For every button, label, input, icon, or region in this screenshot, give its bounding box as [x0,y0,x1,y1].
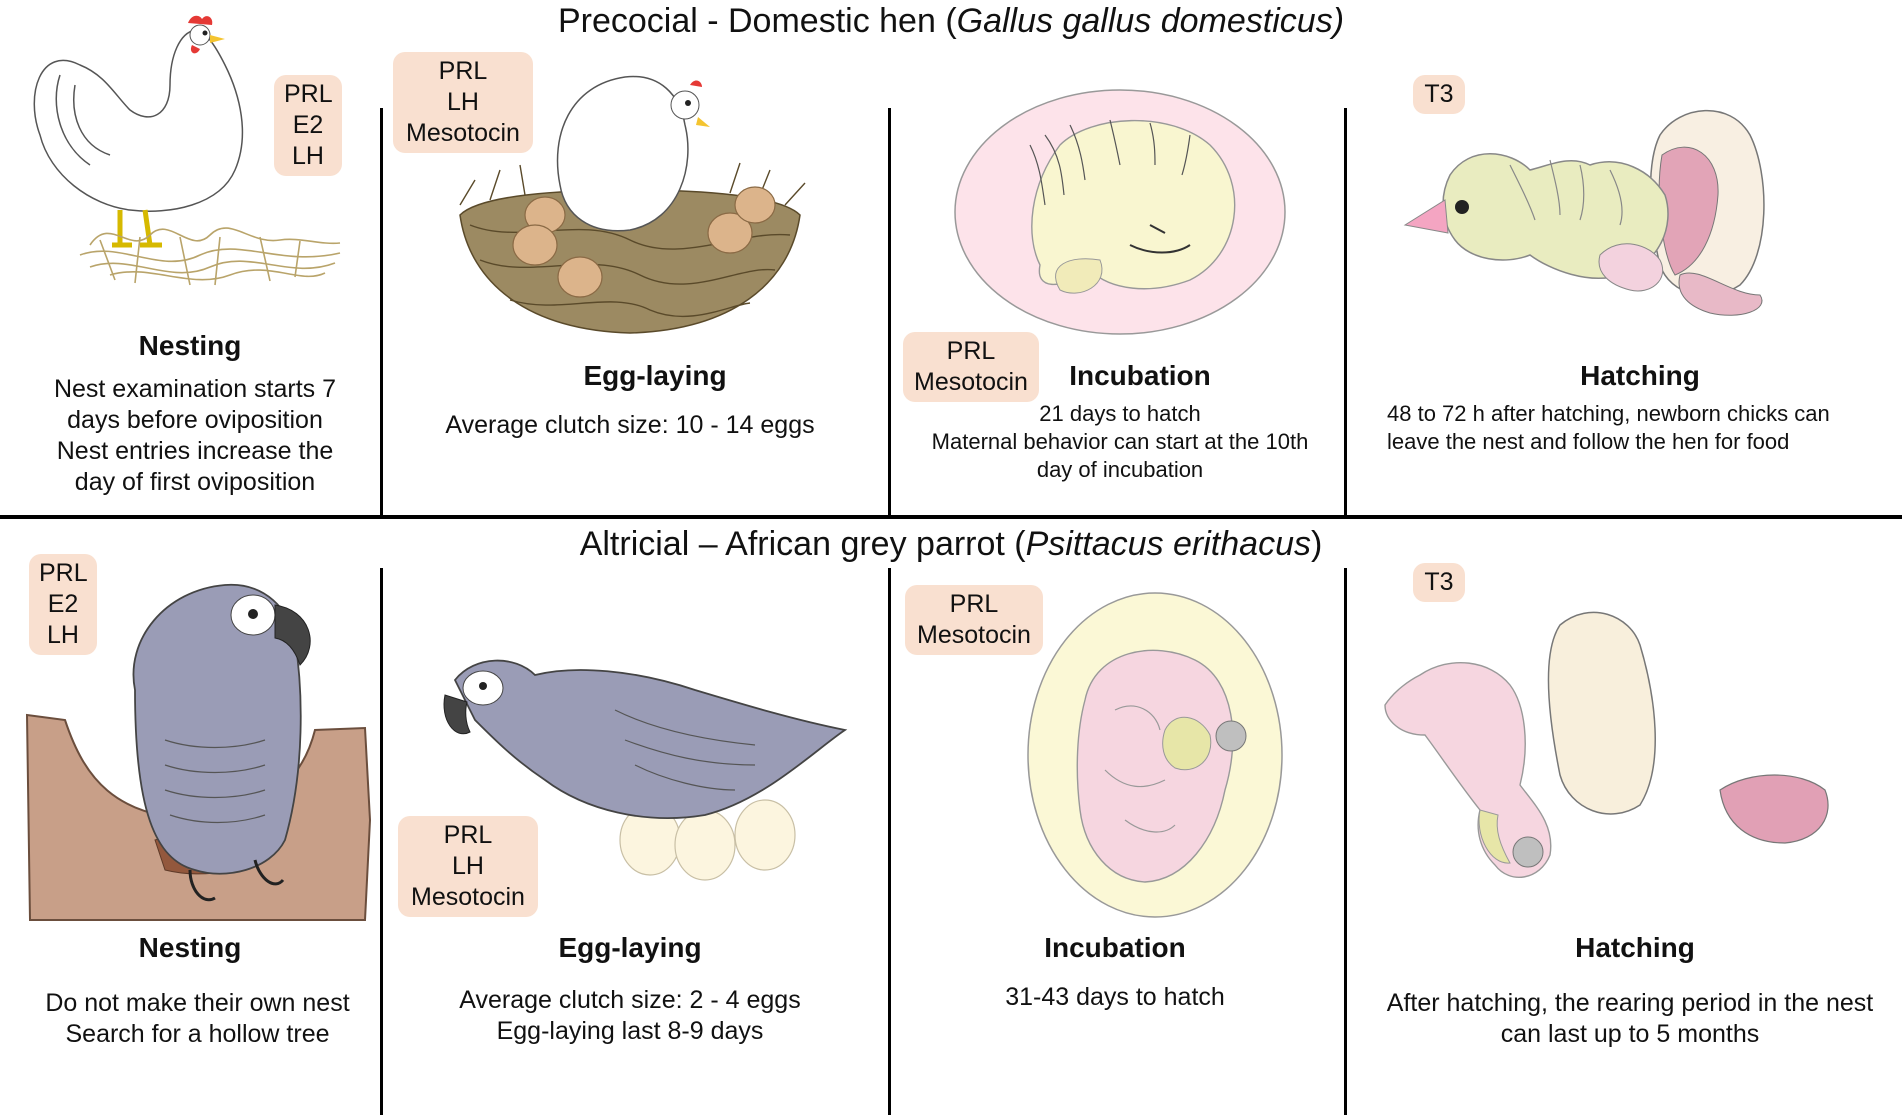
hatchling-parrot-icon [1384,611,1829,879]
column-divider [888,568,891,1115]
column-divider [380,568,383,1115]
column-divider [888,108,891,515]
stage-title-incubation: Incubation [1069,360,1211,391]
hatching-chick-icon [1403,109,1765,316]
column-divider [1344,108,1347,515]
stage-title-egg-laying: Egg-laying [558,932,702,963]
stage-title-hatching: Hatching [1580,360,1700,391]
hormone-box: T3 [1413,563,1465,602]
stage-description: After hatching, the rearing period in th… [1386,989,1874,1048]
stage-description: Average clutch size: 10 - 14 eggs [445,411,815,439]
stage-description: 21 days to hatch Maternal behavior can s… [931,401,1309,482]
stage-description: Do not make their own nest Search for a … [45,989,350,1048]
section-divider [0,515,1902,519]
stage-title-nesting: Nesting [138,932,242,963]
bottom-section-title: Altricial – African grey parrot (Psittac… [579,525,1323,563]
stage-description: Nest examination starts 7 days before ov… [53,375,337,496]
stage-title-nesting: Nesting [138,330,242,361]
stage-description: 31-43 days to hatch [1005,983,1225,1011]
hormone-box: PRL LH Mesotocin [398,816,538,917]
hormone-box: PRL LH Mesotocin [393,52,533,153]
hen-icon [33,15,341,286]
parrot-icon [132,584,311,902]
stage-description: Average clutch size: 2 - 4 eggs Egg-layi… [459,986,801,1045]
stage-title-hatching: Hatching [1575,932,1695,963]
nest-icon [459,75,806,334]
top-section-title: Precocial - Domestic hen (Gallus gallus … [557,2,1345,40]
column-divider [380,108,383,515]
hormone-box: PRL Mesotocin [905,585,1043,655]
hollow-tree-nest-icon [25,584,372,921]
hormone-box: T3 [1413,75,1465,114]
parrot-icon [443,659,848,881]
chick-embryo-icon [954,89,1286,335]
stage-description: 48 to 72 h after hatching, newborn chick… [1387,401,1830,454]
hormone-box: PRL E2 LH [29,554,97,655]
stage-title-incubation: Incubation [1044,932,1186,963]
column-divider [1344,568,1347,1115]
hormone-box: PRL Mesotocin [903,332,1039,402]
stage-title-egg-laying: Egg-laying [583,360,727,391]
parrot-embryo-icon [1027,592,1283,918]
hormone-box: PRL E2 LH [274,75,342,176]
